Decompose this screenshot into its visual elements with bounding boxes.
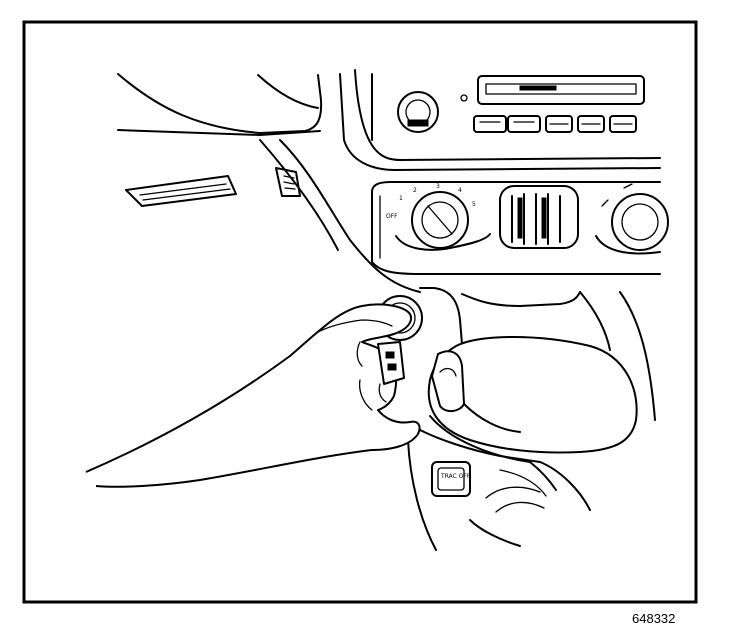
- cassette-slot: [477, 75, 645, 105]
- trac-off-label: TRAC OFF: [440, 473, 471, 480]
- radio-unit: [339, 69, 661, 171]
- figure-border: [22, 20, 698, 604]
- hand: [85, 303, 421, 488]
- fan-off-label: OFF: [386, 213, 398, 220]
- temperature-knob: [611, 193, 669, 251]
- lower-dash-vent: [125, 167, 301, 207]
- radio-button-1: [473, 115, 507, 133]
- climate-control-panel: OFF 1 2 3 4 5: [371, 181, 669, 275]
- fan-speed-4: 4: [458, 187, 462, 194]
- trac-off-button: TRAC OFF: [431, 461, 471, 497]
- fan-speed-2: 2: [413, 187, 417, 194]
- fan-speed-1: 1: [399, 195, 403, 202]
- instrument-panel-upper: [117, 73, 421, 293]
- shift-lever: [427, 336, 638, 547]
- fan-speed-3: 3: [436, 183, 440, 190]
- radio-button-2: [507, 115, 541, 133]
- figure-number: 648332: [632, 611, 675, 626]
- fan-speed-5: 5: [472, 201, 476, 208]
